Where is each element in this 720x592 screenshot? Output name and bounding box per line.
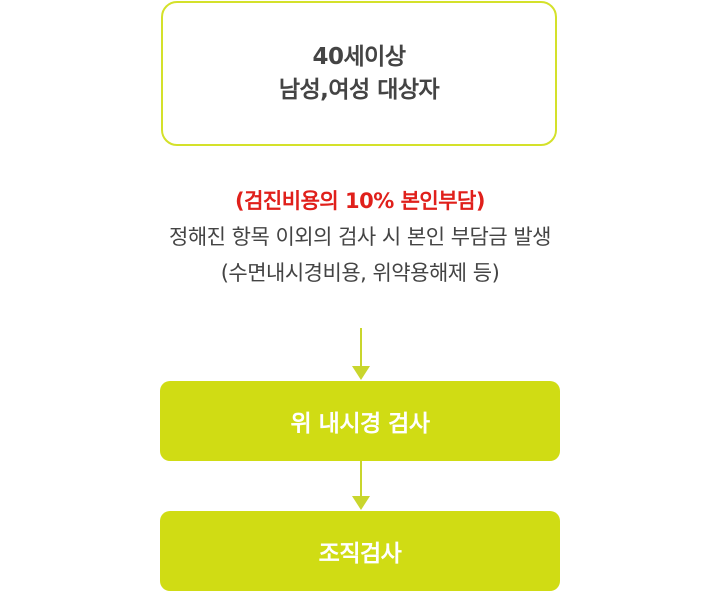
- flow-arrow-down-icon: [352, 461, 370, 511]
- target-gender-text: 남성,여성 대상자: [278, 76, 440, 103]
- step-gastroscopy-label: 위 내시경 검사: [290, 411, 430, 437]
- step-gastroscopy: 위 내시경 검사: [160, 381, 560, 461]
- extra-cost-examples: (수면내시경비용, 위약용해제 등): [220, 261, 500, 285]
- extra-cost-text: 정해진 항목 이외의 검사 시 본인 부담금 발생: [169, 225, 552, 249]
- target-group-box: 40세이상 남성,여성 대상자: [161, 1, 557, 146]
- cost-share-highlight: (검진비용의 10% 본인부담): [235, 189, 485, 213]
- flow-arrow-down-icon: [352, 328, 370, 381]
- cost-note: (검진비용의 10% 본인부담) 정해진 항목 이외의 검사 시 본인 부담금 …: [0, 183, 720, 291]
- step-biopsy-label: 조직검사: [318, 541, 402, 567]
- target-age-text: 40세이상: [312, 43, 407, 70]
- step-biopsy: 조직검사: [160, 511, 560, 591]
